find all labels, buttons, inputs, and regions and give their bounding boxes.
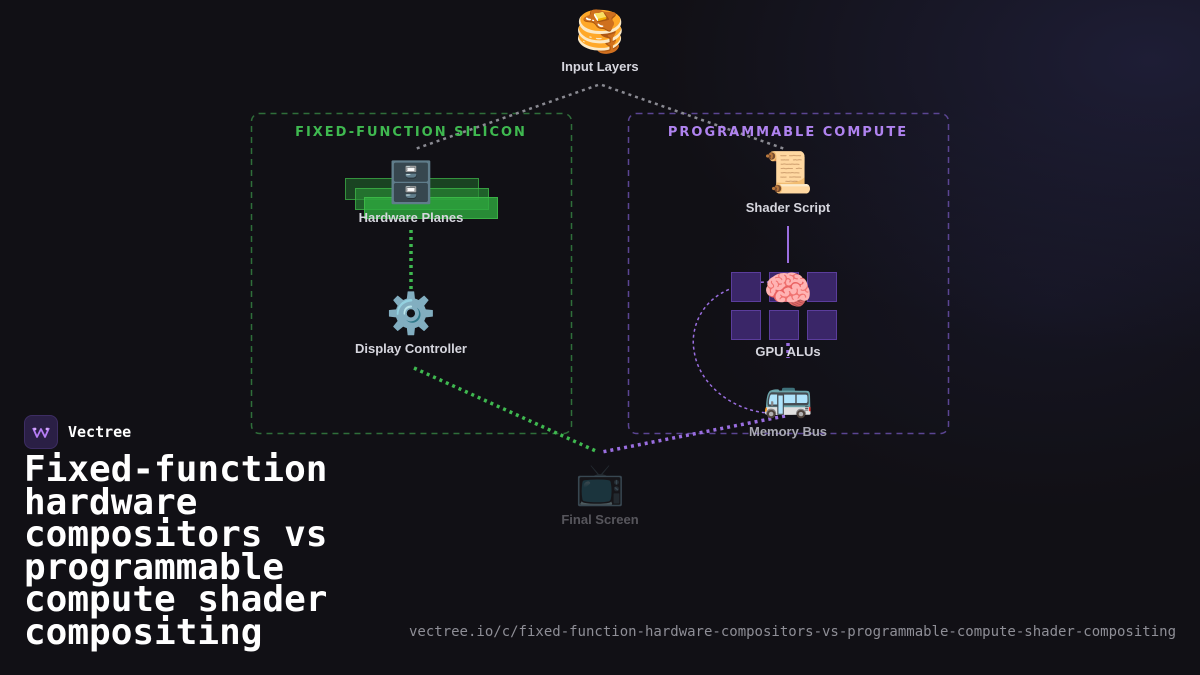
node-shader-script: 📜 Shader Script: [746, 150, 831, 215]
pancakes-icon: 🥞: [575, 9, 625, 55]
fixed-function-group-label: FIXED-FUNCTION SILICON: [295, 125, 527, 140]
wire-input-to-shader-script: [601, 83, 786, 151]
node-gpu-alus: 🧠 GPU ALUs: [755, 268, 820, 359]
node-label: Memory Bus: [748, 424, 828, 439]
wire-input-to-hardware-planes: [414, 83, 599, 151]
brain-icon: 🧠: [763, 268, 813, 314]
fixed-function-group-box: [250, 112, 573, 435]
wire-bus-loop: [692, 281, 771, 414]
brand-name: Vectree: [68, 423, 132, 441]
page-title: Fixed-function hardware compositors vs p…: [24, 449, 328, 653]
node-label: Input Layers: [561, 59, 639, 74]
alu-cell: [769, 310, 799, 340]
wire-bus-to-screen: [601, 414, 786, 454]
scroll-icon: 📜: [763, 150, 813, 196]
node-label: Hardware Planes: [358, 210, 464, 225]
node-hardware-planes: 🗄️ Hardware Planes: [359, 160, 464, 225]
alu-cell: [769, 272, 799, 302]
brand: Vectree: [24, 415, 131, 449]
file-cabinet-icon: 🗄️: [386, 160, 436, 206]
node-label: Shader Script: [745, 200, 831, 215]
node-input-layers: 🥞 Input Layers: [561, 9, 638, 74]
programmable-group-box: [627, 112, 950, 435]
hardware-plane-front: [364, 197, 498, 219]
television-icon: 📺: [575, 462, 625, 508]
gear-icon: ⚙️: [386, 291, 436, 337]
vectree-logo-icon: [24, 415, 58, 449]
programmable-group-label: PROGRAMMABLE COMPUTE: [667, 125, 909, 140]
node-label: Display Controller: [355, 341, 467, 356]
node-final-screen: 📺 Final Screen: [561, 462, 638, 527]
alu-cell: [731, 310, 761, 340]
alu-cell: [807, 272, 837, 302]
node-label: Final Screen: [561, 512, 639, 527]
node-display-controller: ⚙️ Display Controller: [355, 291, 467, 356]
wire-controller-to-screen: [413, 366, 599, 454]
alu-cell: [731, 272, 761, 302]
node-label: GPU ALUs: [755, 344, 821, 359]
node-memory-bus: 🚌 Memory Bus: [749, 374, 827, 439]
bus-icon: 🚌: [763, 374, 813, 420]
footer-url[interactable]: vectree.io/c/fixed-function-hardware-com…: [408, 624, 1176, 640]
alu-cell: [807, 310, 837, 340]
